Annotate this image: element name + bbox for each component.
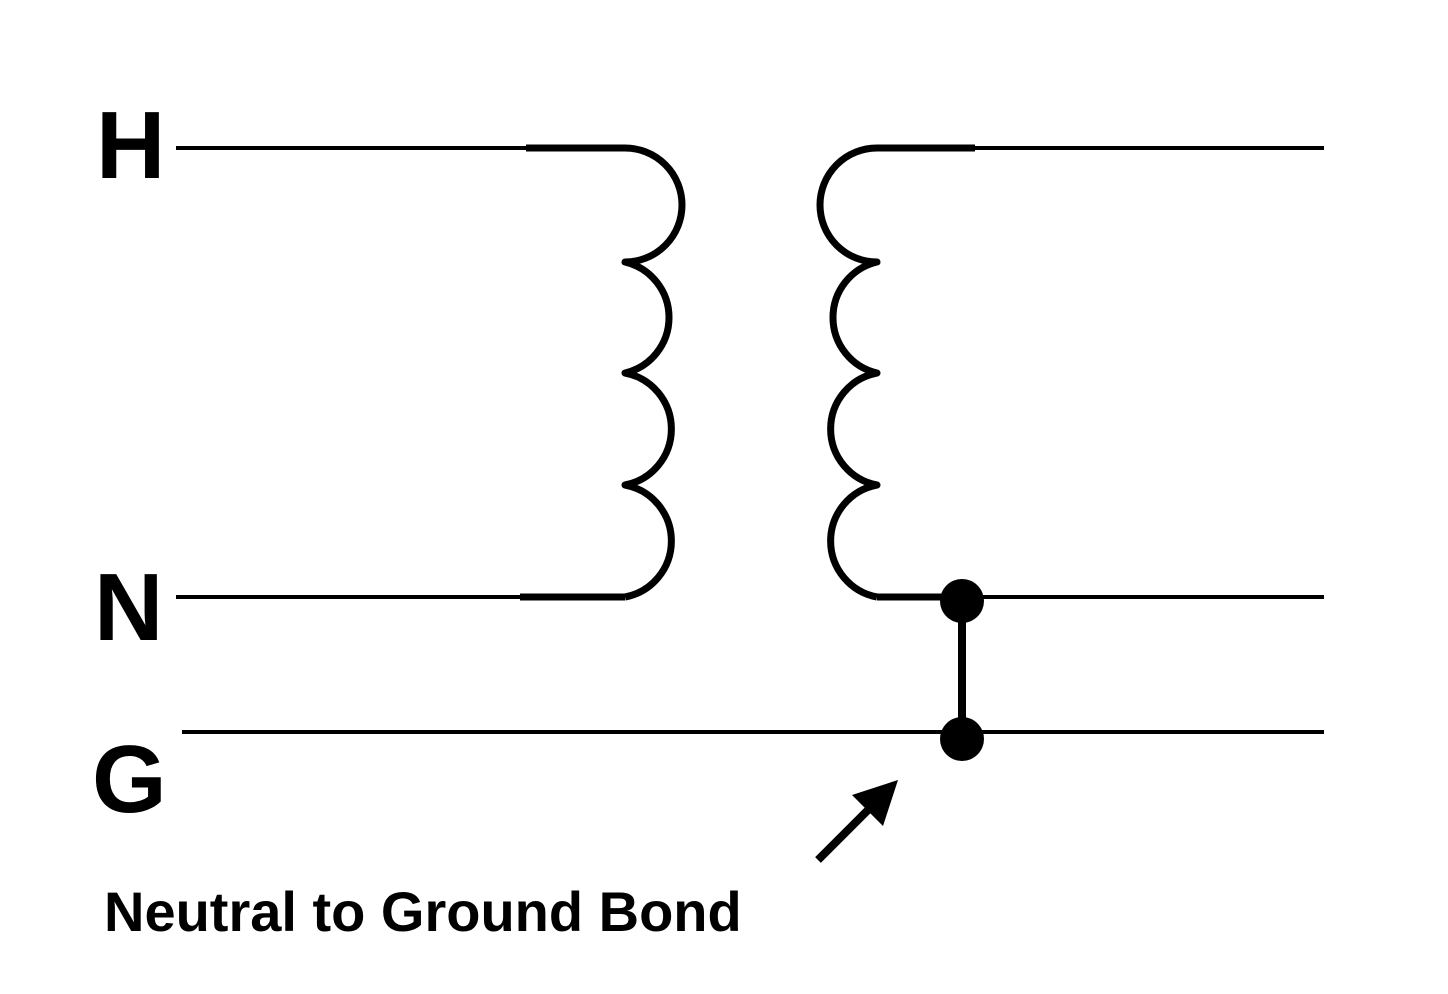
ground-terminal-label: G [92, 726, 167, 833]
bond-caption: Neutral to Ground Bond [104, 880, 742, 943]
neutral-junction-node [940, 579, 984, 623]
secondary-winding [816, 144, 881, 601]
hot-terminal-label: H [96, 92, 165, 199]
ground-junction-node [940, 717, 984, 761]
bond-pointer-arrow [815, 780, 898, 863]
neutral-terminal-label: N [94, 554, 163, 661]
primary-winding [621, 144, 686, 601]
